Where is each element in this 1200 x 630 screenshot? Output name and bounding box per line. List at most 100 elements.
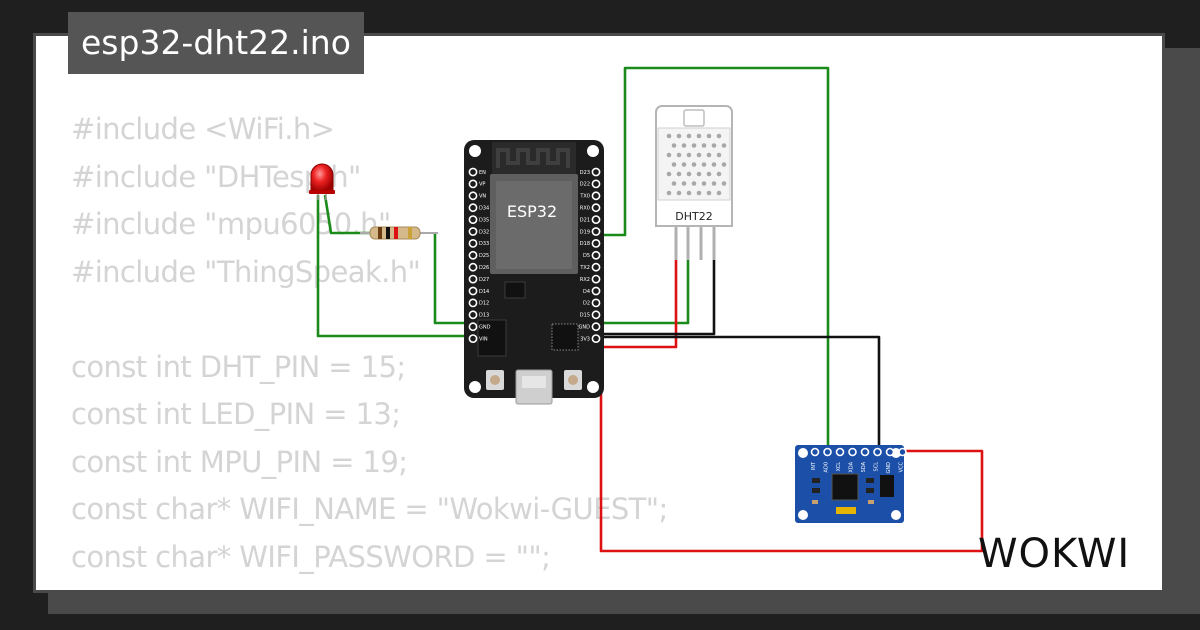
mpu6050-pin-gnd[interactable] [885, 447, 895, 457]
dht22-vent-hole [716, 133, 722, 139]
dht22-label: DHT22 [675, 210, 712, 223]
dht22-vent-hole [721, 162, 727, 167]
esp32-pin-d19[interactable] [591, 227, 601, 236]
dht22-vent-hole [676, 152, 682, 158]
dht22-vent-hole [711, 162, 717, 167]
dht22-vent-hole [666, 190, 672, 196]
esp32-pin-d15[interactable] [591, 310, 601, 320]
esp32-pin-label: D33 [479, 241, 489, 247]
esp32-pin-label: D18 [580, 241, 590, 247]
esp32-pin-d18[interactable] [591, 238, 601, 248]
dht22-vent-hole [696, 171, 702, 177]
wire-black-dht-gnd[interactable] [597, 256, 716, 336]
esp32-pin-label: RX0 [580, 206, 590, 212]
dht22-vent-hole [676, 190, 682, 196]
esp32-pin-d14[interactable] [468, 286, 478, 296]
esp32-pin-label: TX2 [579, 265, 590, 271]
dht22-vent-hole [681, 181, 687, 186]
esp32-pin-label: D12 [479, 301, 489, 307]
dht22-vent-hole [686, 190, 692, 196]
esp32-pin-d33[interactable] [468, 238, 478, 248]
wokwi-logo: WOKWI [978, 531, 1130, 577]
mpu6050-pin-scl[interactable] [873, 447, 882, 457]
esp32-board[interactable]: ESP32 ENVPVND34D35D32D33D25D26D27D14D12D… [464, 140, 604, 405]
esp32-pin-d26[interactable] [468, 262, 478, 272]
mpu6050-pin-xcl[interactable] [835, 447, 845, 457]
esp32-pin-tx0[interactable] [591, 191, 601, 201]
code-line: const int DHT_PIN = 15; [71, 349, 406, 384]
esp32-pin-d13[interactable] [468, 310, 478, 320]
esp32-pin-gnd[interactable] [591, 322, 601, 332]
esp32-pin-d32[interactable] [468, 227, 478, 236]
code-line: const char* WIFI_NAME = "Wokwi-GUEST"; [71, 492, 668, 526]
wire-red-dht-vcc[interactable] [597, 256, 678, 349]
esp32-pin-d25[interactable] [468, 250, 478, 260]
mpu6050-pin-sda[interactable] [860, 447, 870, 457]
esp32-pin-label: D23 [580, 170, 590, 176]
esp32-pin-d2[interactable] [591, 298, 601, 308]
dht22-vent-hole [716, 152, 722, 158]
esp32-pin-label: D21 [580, 217, 590, 223]
esp32-pin-label: EN [479, 170, 486, 176]
esp32-pin-rx2[interactable] [591, 274, 601, 284]
esp32-pin-label: D2 [583, 301, 590, 307]
dht22-vent-hole [706, 190, 712, 196]
esp32-pin-d23[interactable] [591, 167, 601, 177]
esp32-pin-vin[interactable] [468, 334, 478, 343]
wire-green-led-resistor[interactable] [323, 194, 372, 235]
esp32-pin-rx0[interactable] [591, 203, 601, 213]
mpu6050-pin-int[interactable] [810, 447, 820, 457]
dht22-vent-hole [666, 171, 672, 177]
dht22-vent-hole [706, 171, 712, 177]
mpu6050-pin-ad0[interactable] [823, 447, 832, 457]
mpu6050-pin-vcc[interactable] [898, 447, 907, 457]
red-led[interactable] [309, 163, 335, 200]
resistor[interactable] [360, 226, 438, 240]
esp32-pin-gnd[interactable] [468, 322, 478, 332]
esp32-pin-label: GND [579, 325, 591, 331]
wire-green-dht-signal[interactable] [597, 256, 690, 325]
wire-red-mpu-vcc[interactable] [597, 353, 984, 553]
dht22-sensor[interactable]: DHT22 [655, 105, 733, 260]
code-line: const int MPU_PIN = 19; [71, 444, 408, 479]
wire-green-resistor[interactable] [433, 233, 470, 325]
mpu6050-pin-label: GND [886, 462, 892, 474]
dht22-vent-hole [666, 133, 672, 139]
esp32-label: ESP32 [507, 202, 557, 221]
mpu6050-pin-label: AD0 [824, 462, 830, 472]
esp32-pin-tx2[interactable] [591, 262, 601, 272]
code-line: const int myChannelNumber = 2205672; [71, 581, 668, 590]
code-line: const char* WIFI_PASSWORD = ""; [71, 539, 551, 574]
dht22-vent-hole [706, 133, 712, 139]
esp32-pin-d22[interactable] [591, 179, 601, 189]
esp32-pin-label: D34 [479, 206, 489, 212]
wokwi-logo-text: WOKWI [978, 531, 1130, 577]
esp32-pin-d27[interactable] [468, 274, 478, 284]
esp32-pin-vn[interactable] [468, 191, 478, 201]
mpu6050-pin-label: SCL [874, 462, 880, 472]
esp32-pin-vp[interactable] [468, 179, 478, 189]
dht22-vent-hole [701, 181, 707, 186]
esp32-pin-d35[interactable] [468, 215, 478, 224]
dht22-vent-hole [696, 133, 702, 139]
esp32-pin-label: D13 [479, 313, 489, 319]
esp32-pin-d21[interactable] [591, 215, 601, 224]
wire-black-mpu-gnd[interactable] [597, 335, 881, 447]
esp32-pin-en[interactable] [468, 167, 478, 177]
esp32-pin-label: D4 [583, 289, 590, 295]
dht22-vent-hole [676, 133, 682, 139]
mpu6050-pin-xda[interactable] [848, 447, 857, 457]
esp32-pin-label: VIN [479, 336, 488, 342]
esp32-pin-3v3[interactable] [591, 334, 601, 343]
esp32-pin-d12[interactable] [468, 298, 478, 308]
esp32-pin-label: D35 [479, 217, 489, 223]
esp32-pin-d5[interactable] [591, 250, 601, 260]
wire-green-dht-data[interactable] [597, 66, 830, 447]
esp32-pin-d34[interactable] [468, 203, 478, 213]
wire-green-led-cathode[interactable] [316, 195, 470, 338]
esp32-pin-label: D32 [479, 229, 489, 235]
file-title-tab: esp32-dht22.ino [68, 12, 364, 74]
dht22-vent-hole [711, 181, 717, 186]
esp32-pin-d4[interactable] [591, 286, 601, 296]
